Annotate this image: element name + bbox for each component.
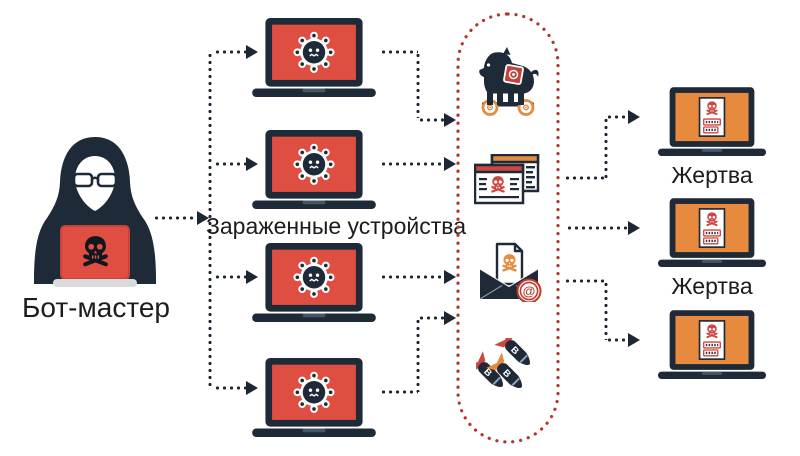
arrowhead xyxy=(246,270,258,284)
hooded-hacker-icon xyxy=(34,137,156,287)
arrow-branch-4 xyxy=(214,386,246,390)
arrowhead xyxy=(628,333,640,347)
hacked-laptop-icon xyxy=(658,87,766,157)
arrowhead xyxy=(628,110,640,124)
spam-email-icon: @ xyxy=(479,242,542,302)
infected-laptop-icon xyxy=(252,243,376,323)
arrow-v3-c xyxy=(606,338,628,342)
arrow-l4-a xyxy=(380,390,418,394)
arrow-l3 xyxy=(380,275,444,279)
hacked-laptop-icon xyxy=(658,198,766,268)
arrowhead xyxy=(197,211,209,225)
arrow-branch-3 xyxy=(214,275,246,279)
arrow-l1-c xyxy=(418,118,444,122)
arrow-v1-c xyxy=(606,115,628,119)
arrow-v1-a xyxy=(564,176,606,180)
arrow-botmaster xyxy=(153,216,197,220)
arrow-v1-b xyxy=(604,117,608,178)
victim-label: Жертва xyxy=(671,273,753,299)
arrow-l4-c xyxy=(418,316,444,320)
victim-label: Жертва xyxy=(671,162,753,188)
arrow-l1-a xyxy=(380,50,418,54)
bot-master-label: Бот-мастер xyxy=(22,292,170,323)
arrow-v3-b xyxy=(604,281,608,340)
arrowhead xyxy=(246,381,258,395)
arrowhead xyxy=(246,157,258,171)
arrow-v2 xyxy=(566,226,628,230)
infected-devices-label: Зараженные устройства xyxy=(205,213,467,239)
arrow-l2 xyxy=(380,162,444,166)
hacked-laptop-icon xyxy=(658,310,766,380)
at-badge-icon: @ xyxy=(516,278,542,302)
arrowhead xyxy=(246,45,258,59)
at-symbol: @ xyxy=(523,284,536,299)
arrowhead xyxy=(444,113,456,127)
arrowhead xyxy=(444,311,456,325)
arrowhead xyxy=(628,221,640,235)
infected-laptop-icon xyxy=(252,130,376,210)
malicious-website-icon xyxy=(474,154,540,205)
arrow-l4-b xyxy=(416,318,420,392)
arrowhead xyxy=(444,270,456,284)
arrow-branch-1 xyxy=(214,50,246,54)
glasses-icon xyxy=(65,172,125,188)
infected-laptop-icon xyxy=(252,358,376,438)
trojan-horse-icon xyxy=(479,47,539,116)
arrow-v3-a xyxy=(564,279,606,283)
arrow-branch-2 xyxy=(214,162,246,166)
bomb-attack-icon xyxy=(476,338,538,396)
arrow-l1-b xyxy=(416,52,420,118)
arrow-trunk xyxy=(208,52,212,388)
infected-laptop-icon xyxy=(252,18,376,98)
arrowhead xyxy=(444,157,456,171)
attack-capsule-border xyxy=(456,12,560,444)
